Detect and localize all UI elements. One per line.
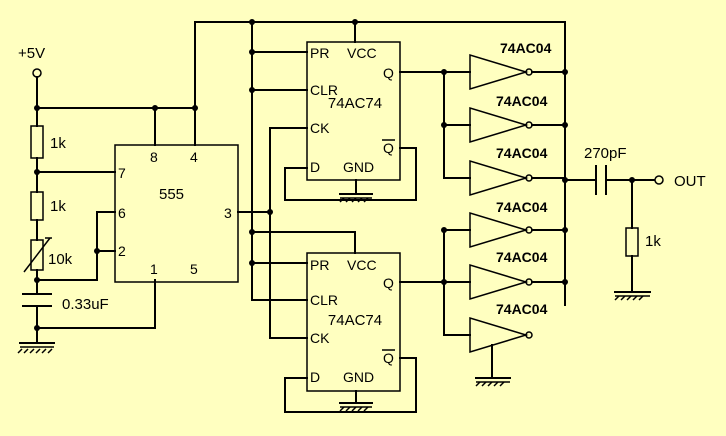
flipflop-1-pin-vcc: VCC <box>347 45 377 61</box>
output-terminal: OUT <box>654 173 706 190</box>
output-wires <box>564 179 655 293</box>
supply-terminal: +5V <box>18 45 45 78</box>
timer-pin-8: 8 <box>150 149 158 165</box>
flipflop-2: 74AC74 PR VCC Q CLR CK Q D GND <box>306 252 401 392</box>
flipflop-2-pin-clr: CLR <box>310 292 338 308</box>
flipflop-2-pin-gnd: GND <box>343 369 374 385</box>
resistor-r1-label: 1k <box>50 135 66 152</box>
left-rail-wires <box>36 21 196 344</box>
flipflop-1-pin-q: Q <box>383 65 394 81</box>
timer-pin-1: 1 <box>150 261 158 277</box>
flipflop-1-pin-qbar: Q <box>383 140 394 156</box>
inverter-6: 74AC04 <box>469 301 548 354</box>
inverter-6-label: 74AC04 <box>496 301 548 317</box>
supply-label: +5V <box>18 45 45 62</box>
inverter-ground <box>475 344 511 387</box>
timer-555: 555 8 4 7 6 2 3 1 5 <box>114 144 239 283</box>
potentiometer-label: 10k <box>48 251 73 268</box>
capacitor-timing: 0.33uF <box>22 293 109 313</box>
inverter-2-label: 74AC04 <box>496 93 548 109</box>
timer-pin-4: 4 <box>190 149 198 165</box>
flipflop-2-ground <box>339 390 373 412</box>
resistor-load-label: 1k <box>645 233 661 250</box>
inverter-1: 74AC04 <box>469 40 552 91</box>
output-label: OUT <box>674 173 706 190</box>
timer-name: 555 <box>159 186 184 203</box>
flipflop-2-pin-pr: PR <box>310 257 329 273</box>
junction-dots <box>34 19 635 331</box>
resistor-r1: 1k <box>30 125 66 159</box>
timer-pin-3: 3 <box>224 205 232 221</box>
flipflop-1-pin-ck: CK <box>310 120 330 136</box>
flipflop-1-ground <box>339 179 373 203</box>
timer-pin-7: 7 <box>118 165 126 181</box>
flipflop-1-pin-gnd: GND <box>343 159 374 175</box>
potentiometer: 10k <box>23 237 73 273</box>
interconnect-wires <box>194 21 566 413</box>
capacitor-coupling: 270pF <box>584 145 627 195</box>
inverter-1-label: 74AC04 <box>500 40 552 56</box>
flipflop-1-pin-pr: PR <box>310 45 329 61</box>
inverter-5-label: 74AC04 <box>496 249 548 265</box>
resistor-load: 1k <box>625 227 661 257</box>
inverter-3-label: 74AC04 <box>496 145 548 161</box>
capacitor-coupling-label: 270pF <box>584 145 627 162</box>
ground-left <box>17 342 55 354</box>
flipflop-2-pin-ck: CK <box>310 330 330 346</box>
timer-pin-6: 6 <box>118 205 126 221</box>
inverter-4-label: 74AC04 <box>496 199 548 215</box>
timer-pin-2: 2 <box>118 243 126 259</box>
flipflop-1-pin-d: D <box>310 159 320 175</box>
inverter-5: 74AC04 <box>469 249 548 301</box>
inverter-2: 74AC04 <box>469 93 548 144</box>
resistor-r2: 1k <box>30 191 66 221</box>
resistor-r2-label: 1k <box>50 198 66 215</box>
flipflop-2-pin-q: Q <box>383 275 394 291</box>
flipflop-2-pin-qbar: Q <box>383 350 394 366</box>
flipflop-1-name: 74AC74 <box>328 95 382 112</box>
timer-pin-5: 5 <box>190 261 198 277</box>
flipflop-1: 74AC74 PR VCC Q CLR CK Q D GND <box>306 41 401 181</box>
flipflop-1-pin-clr: CLR <box>310 82 338 98</box>
inverter-4: 74AC04 <box>469 199 548 249</box>
ground-output <box>614 291 651 301</box>
flipflop-2-name: 74AC74 <box>328 312 382 329</box>
capacitor-timing-label: 0.33uF <box>62 296 109 313</box>
flipflop-2-pin-vcc: VCC <box>347 257 377 273</box>
flipflop-2-pin-d: D <box>310 369 320 385</box>
inverter-3: 74AC04 <box>469 145 548 197</box>
